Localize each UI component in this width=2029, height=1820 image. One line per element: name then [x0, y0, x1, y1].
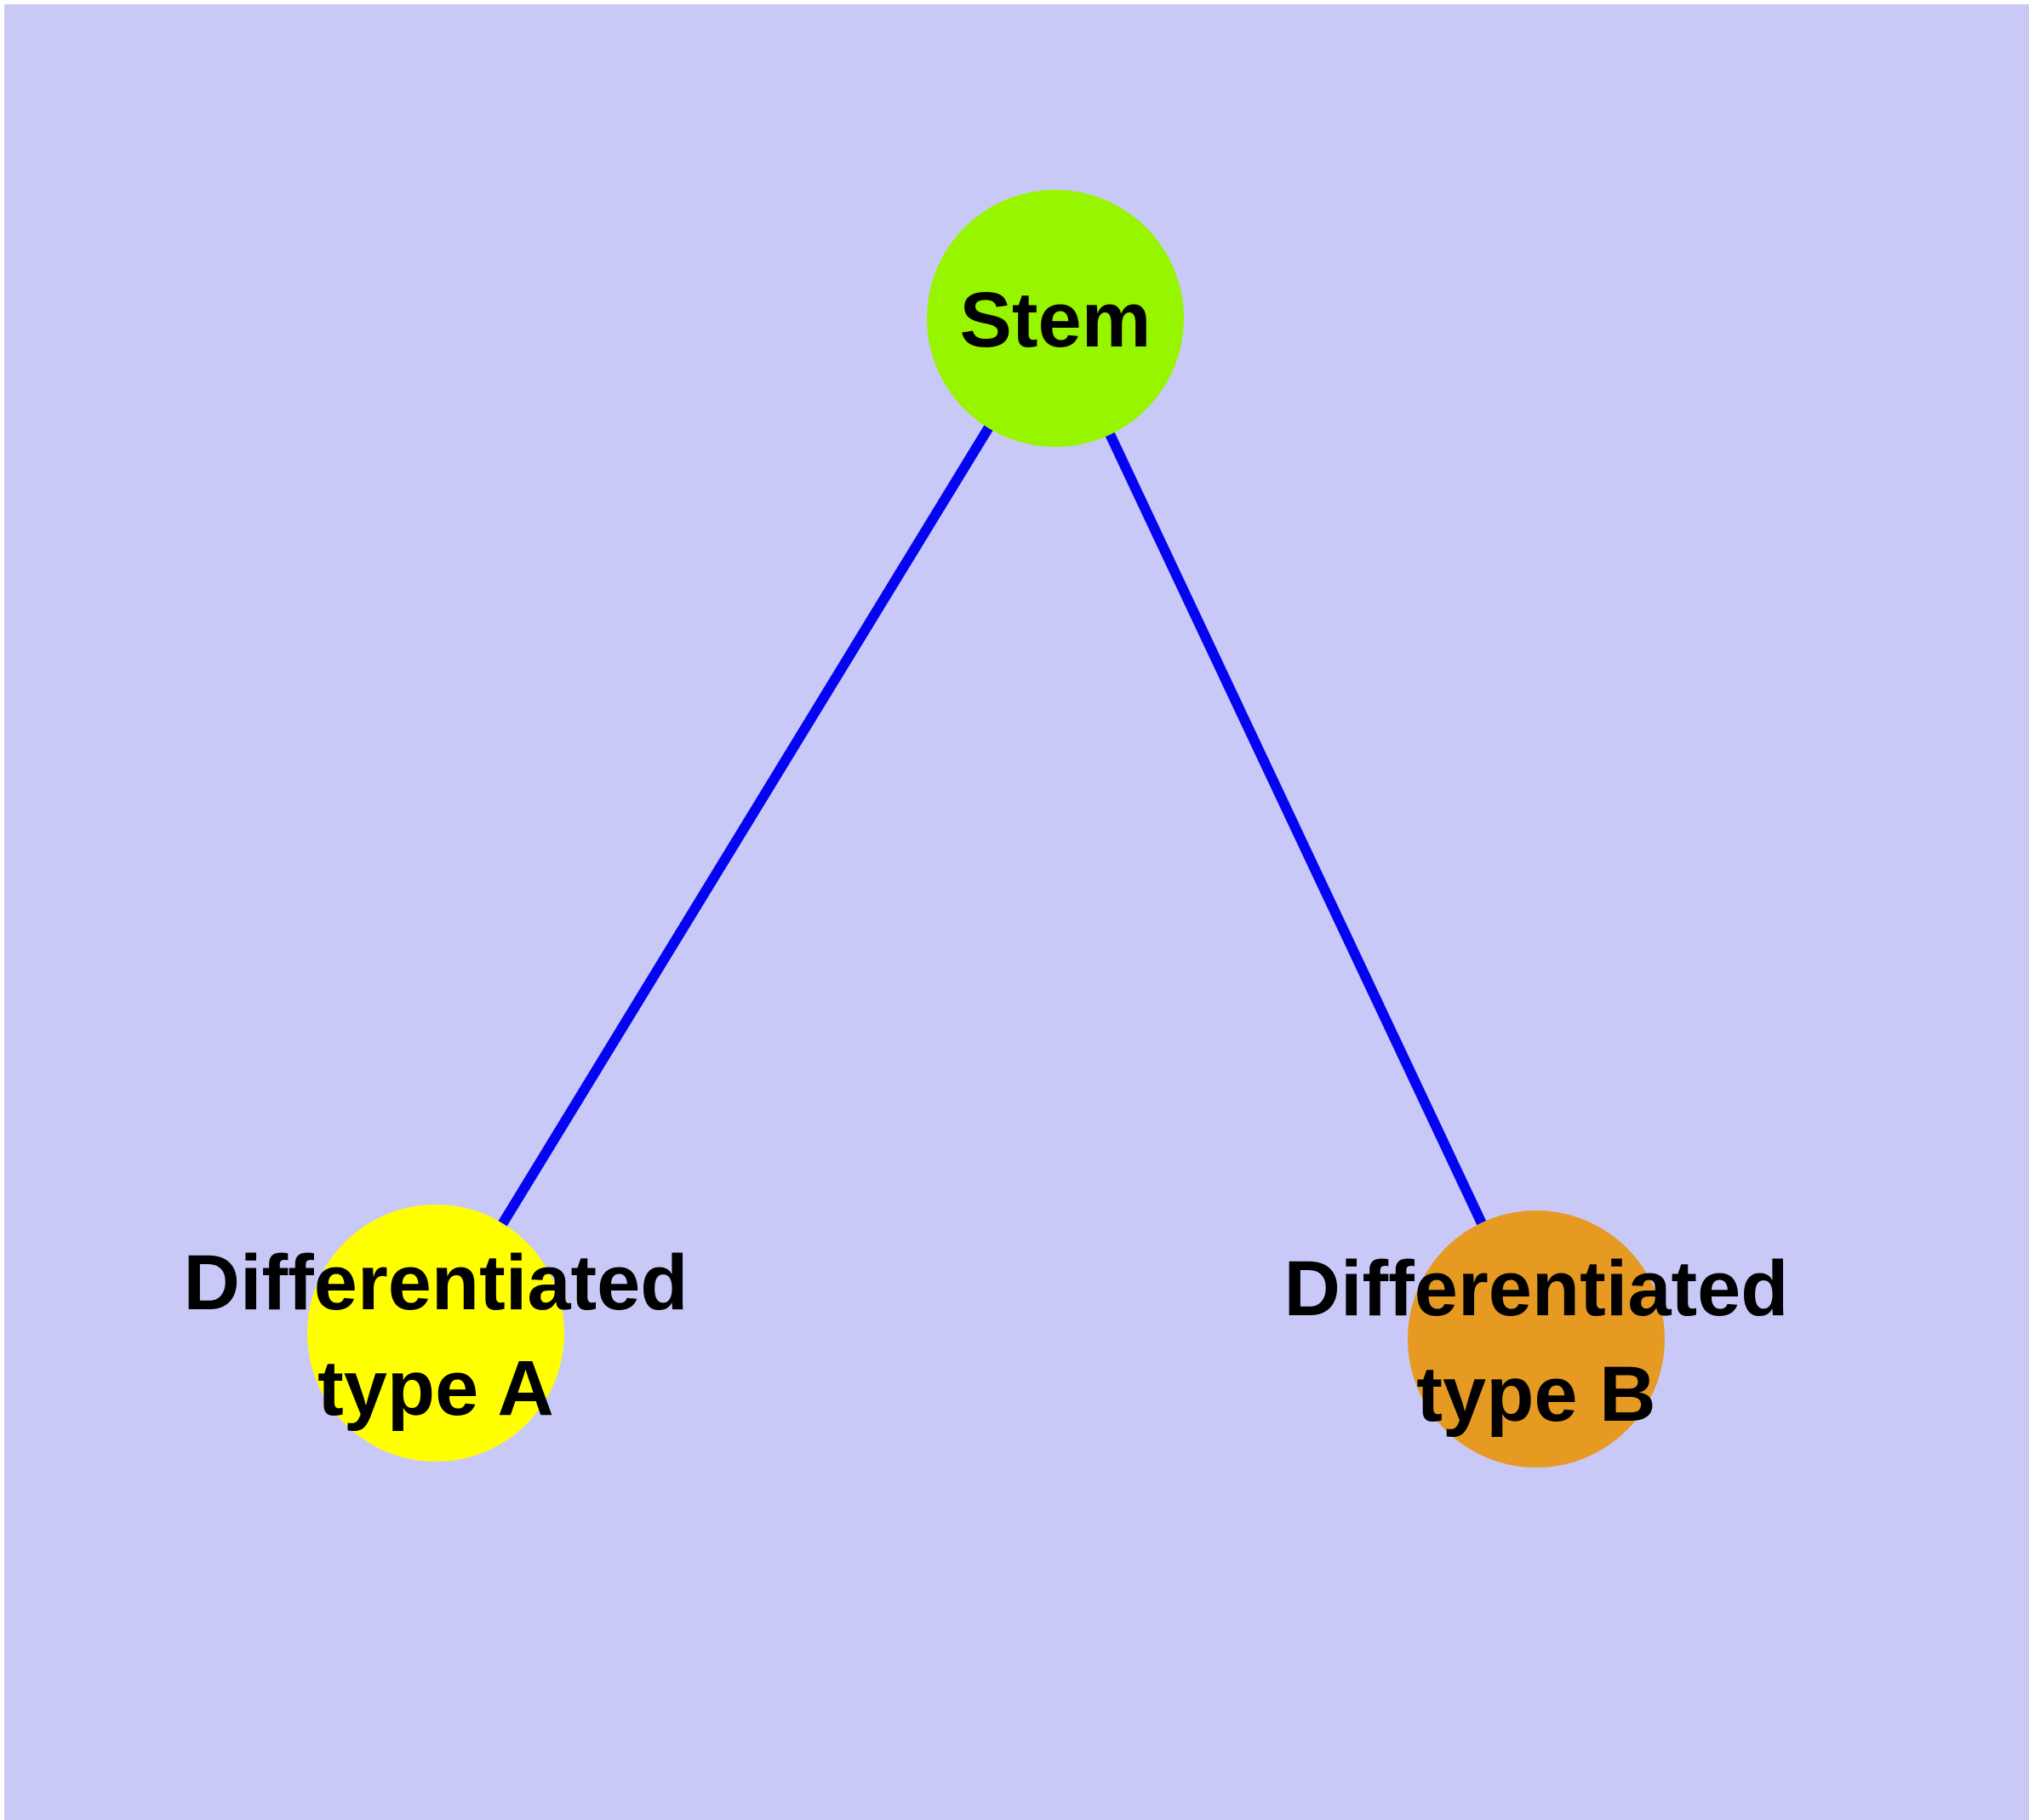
- node-differentiated-type-b-label-line1: Differentiated: [1284, 1245, 1789, 1332]
- edge-stem-to-type-a: [431, 315, 1060, 1336]
- node-differentiated-type-a-label-line1: Differentiated: [184, 1239, 689, 1326]
- node-differentiated-type-a: [307, 1205, 564, 1462]
- node-differentiated-type-a-label-line2: type A: [317, 1345, 554, 1432]
- node-stem-label: Stem: [960, 277, 1152, 363]
- edge-stem-to-type-b: [1050, 316, 1541, 1342]
- node-differentiated-type-b-label-line2: type B: [1416, 1351, 1655, 1438]
- node-stem: [927, 190, 1184, 447]
- node-differentiated-type-b: [1408, 1210, 1665, 1468]
